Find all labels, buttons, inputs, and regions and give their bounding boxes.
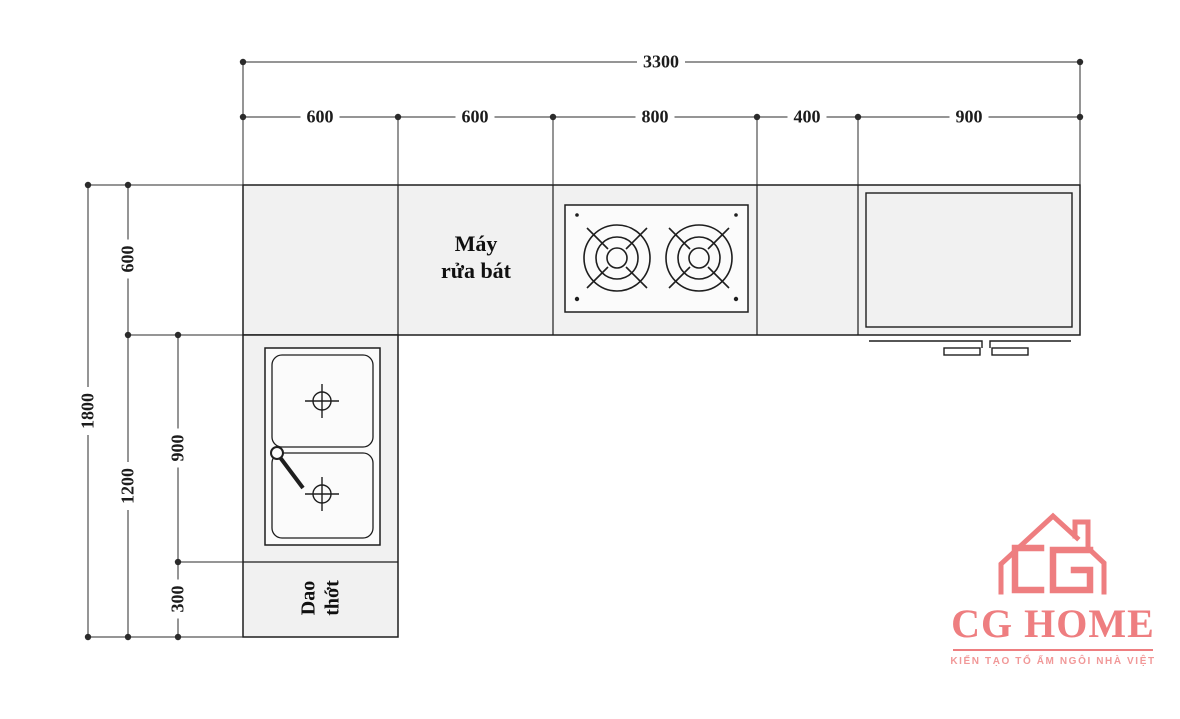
sink-basin-bottom [271, 452, 374, 539]
dishwasher-label-line1: Máy [454, 231, 498, 257]
dim-left-1200: 1200 [117, 462, 139, 510]
cutting-board-label-line2: thớt [322, 580, 344, 616]
dim-sink-900: 900 [167, 428, 189, 468]
brand-tagline: KIẾN TẠO TỔ ẤM NGÔI NHÀ VIỆT [950, 656, 1156, 667]
dim-segment-900: 900 [949, 106, 989, 128]
sink [264, 347, 381, 546]
sink-drain-bottom [305, 477, 339, 511]
dim-segment-600b: 600 [455, 106, 495, 128]
fridge [865, 192, 1073, 356]
dishwasher-label: Máy rửa bát [441, 231, 511, 285]
dim-left-600: 600 [117, 239, 139, 279]
house-logo-icon [998, 512, 1107, 595]
dim-board-300: 300 [167, 579, 189, 619]
dimension-end-dots [84, 58, 1084, 641]
dim-segment-800: 800 [635, 106, 675, 128]
sink-drain-top [305, 384, 339, 418]
dim-segment-600a: 600 [300, 106, 340, 128]
dim-total-depth: 1800 [77, 387, 99, 435]
brand-name: CG HOME [951, 601, 1155, 646]
brand-divider [953, 649, 1153, 651]
fridge-inner-outline [865, 192, 1073, 328]
cabinet-dividers [243, 185, 859, 563]
dishwasher-label-line2: rửa bát [440, 258, 512, 283]
dim-segment-400: 400 [787, 106, 827, 128]
hob-burner-right [665, 224, 733, 292]
fridge-door-handles [869, 340, 1071, 356]
faucet [270, 446, 305, 490]
sink-basin-top [271, 354, 374, 448]
hob-screw-dots [574, 213, 739, 302]
dim-total-width: 3300 [637, 51, 685, 73]
extension-lines [88, 62, 1081, 638]
dimension-lines [84, 58, 1084, 641]
cutting-board-label-line1: Dao [297, 580, 320, 616]
hob-burner-left [583, 224, 651, 292]
brand-logo: CG HOME KIẾN TẠO TỔ ẤM NGÔI NHÀ VIỆT [943, 500, 1163, 667]
gas-hob [564, 204, 749, 313]
cutting-board-label: Dao thớt [297, 580, 346, 616]
